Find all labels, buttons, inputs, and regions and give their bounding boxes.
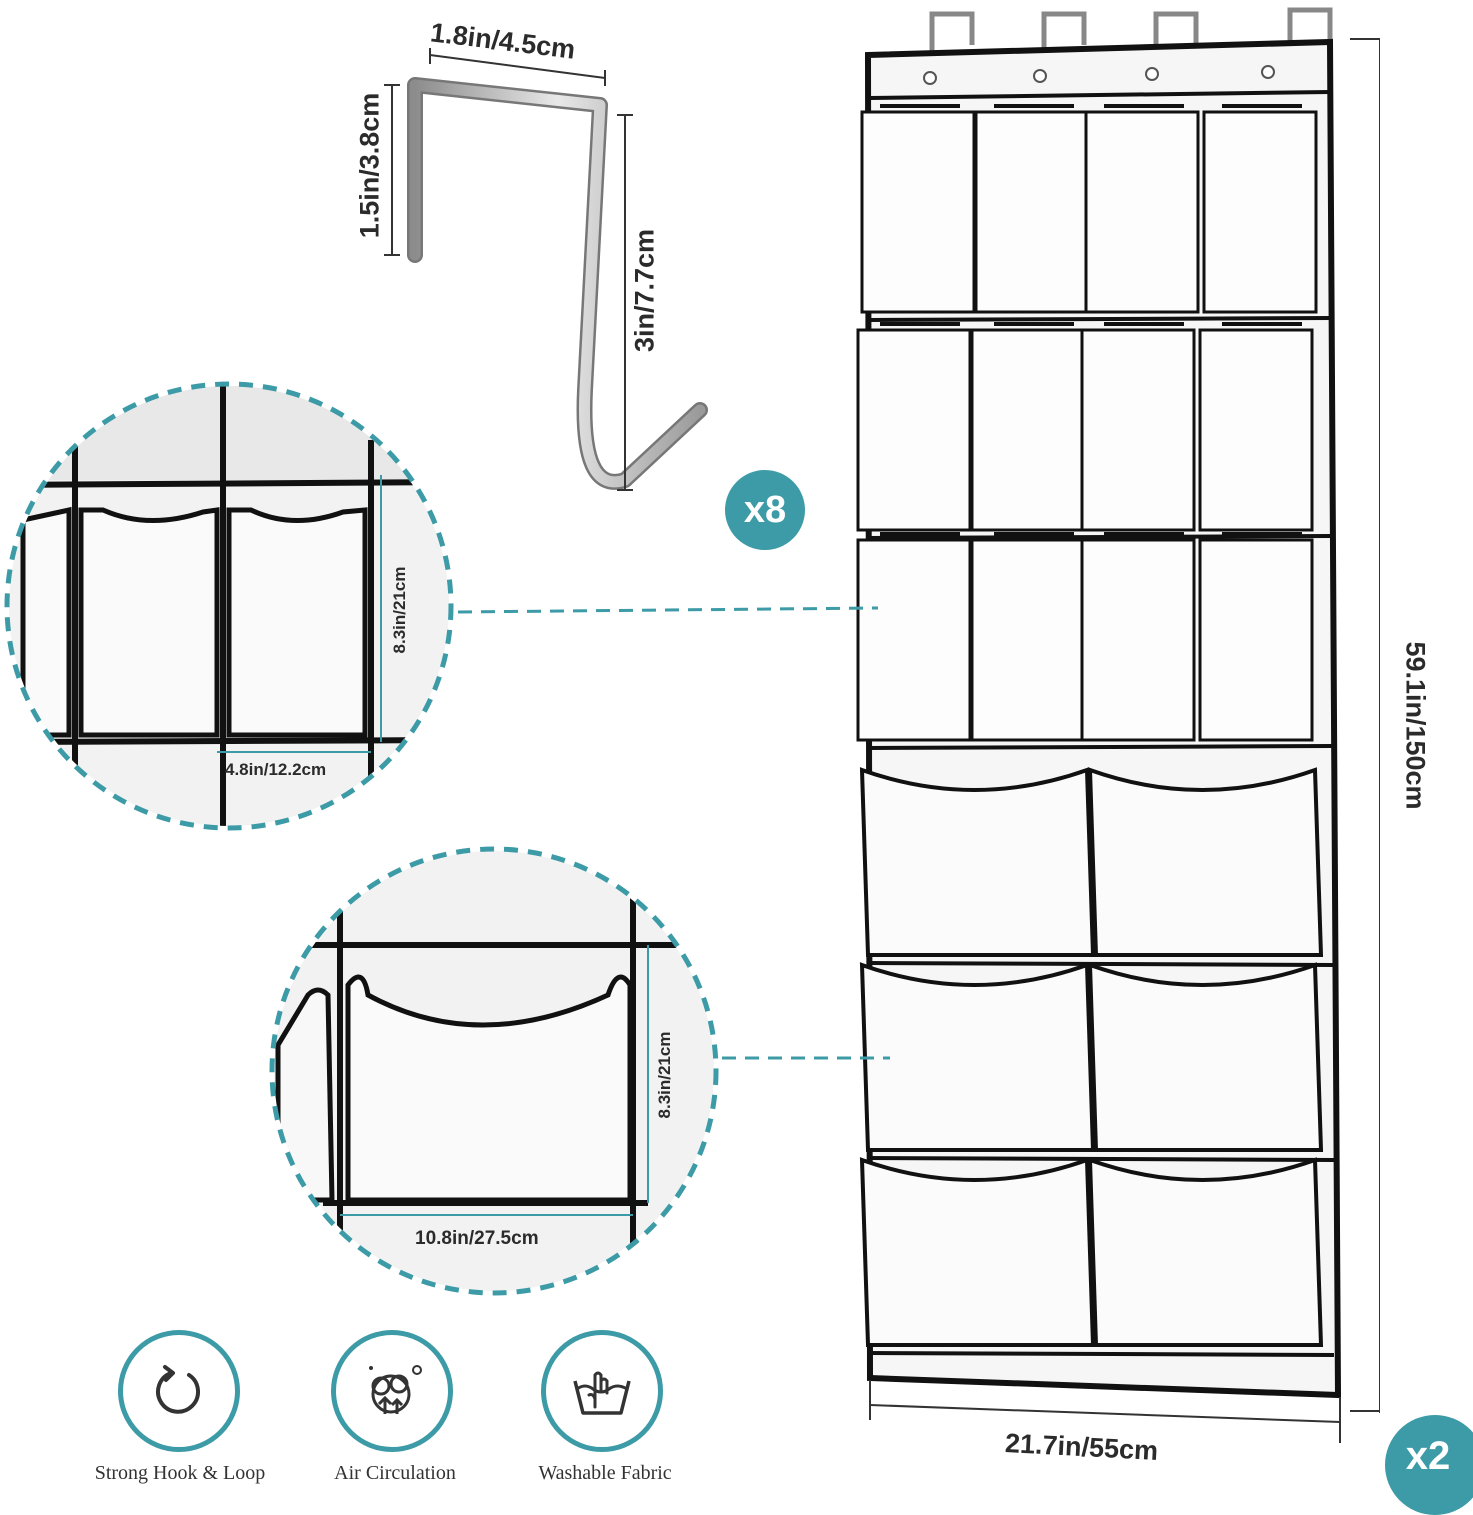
feature-label: Air Circulation: [334, 1462, 456, 1484]
large-pocket: [859, 767, 1096, 957]
air-flow-icon: [369, 1365, 422, 1414]
large-pocket: [859, 1157, 1096, 1347]
small-pocket: [856, 538, 972, 742]
feature-label: Washable Fabric: [538, 1462, 672, 1484]
large-pocket: [1087, 1157, 1324, 1347]
organizer-illustration: [856, 7, 1342, 1399]
small-pocket: [970, 538, 1086, 742]
small-pocket: [1084, 110, 1200, 314]
hook-quantity-badge: x8: [725, 470, 805, 550]
small-pocket: [1198, 538, 1314, 742]
shoe-organizer: [840, 0, 1360, 1420]
hook-short-height-label: 1.5in/3.8cm: [354, 92, 385, 239]
small-pocket: [1202, 110, 1318, 314]
small-pocket-connector-line: [457, 600, 879, 620]
small-pocket: [1080, 328, 1196, 532]
hook-long-height-label: 3in/7.7cm: [629, 228, 660, 353]
rotate-arrow-icon: [156, 1365, 200, 1414]
feature-icon-circle: [118, 1330, 240, 1452]
small-pocket: [1080, 538, 1196, 742]
feature-label: Strong Hook & Loop: [94, 1462, 266, 1484]
small-pocket: [974, 110, 1090, 314]
small-pocket-width-label: 4.8in/12.2cm: [225, 760, 327, 779]
small-pocket: [856, 328, 972, 532]
over-door-hook-icon: [384, 48, 708, 491]
small-pocket-height-label: 8.3in/21cm: [390, 566, 409, 654]
large-pocket-connector-line: [722, 1050, 890, 1070]
large-pocket: [1087, 767, 1324, 957]
organizer-width-label: 21.7in/55cm: [1004, 1428, 1159, 1466]
hand-wash-icon: [573, 1371, 631, 1415]
large-pocket: [1087, 962, 1324, 1152]
feature-air-circulation: Air Circulation: [305, 1330, 485, 1500]
large-pocket: [859, 962, 1096, 1152]
large-pocket-detail-circle: [268, 845, 720, 1297]
feature-strong-hook: Strong Hook & Loop: [90, 1330, 270, 1500]
large-pocket-width-label: 10.8in/27.5cm: [415, 1228, 539, 1249]
small-pocket: [860, 110, 976, 314]
organizer-height-label: 59.1in/150cm: [1400, 641, 1431, 810]
organizer-width-dimension-line: [868, 1375, 1343, 1445]
small-pocket: [970, 328, 1086, 532]
hook-diagram: [380, 40, 740, 510]
organizer-quantity-badge: x2: [1385, 1415, 1473, 1515]
feature-icon-circle: [541, 1330, 663, 1452]
feature-washable-fabric: Washable Fabric: [515, 1330, 695, 1500]
small-pocket: [1198, 328, 1314, 532]
organizer-height-dimension-line: [1350, 38, 1381, 1413]
large-pocket-height-label: 8.3in/21cm: [655, 1031, 674, 1119]
small-pocket-detail-circle: [3, 380, 455, 832]
feature-icon-circle: [331, 1330, 453, 1452]
